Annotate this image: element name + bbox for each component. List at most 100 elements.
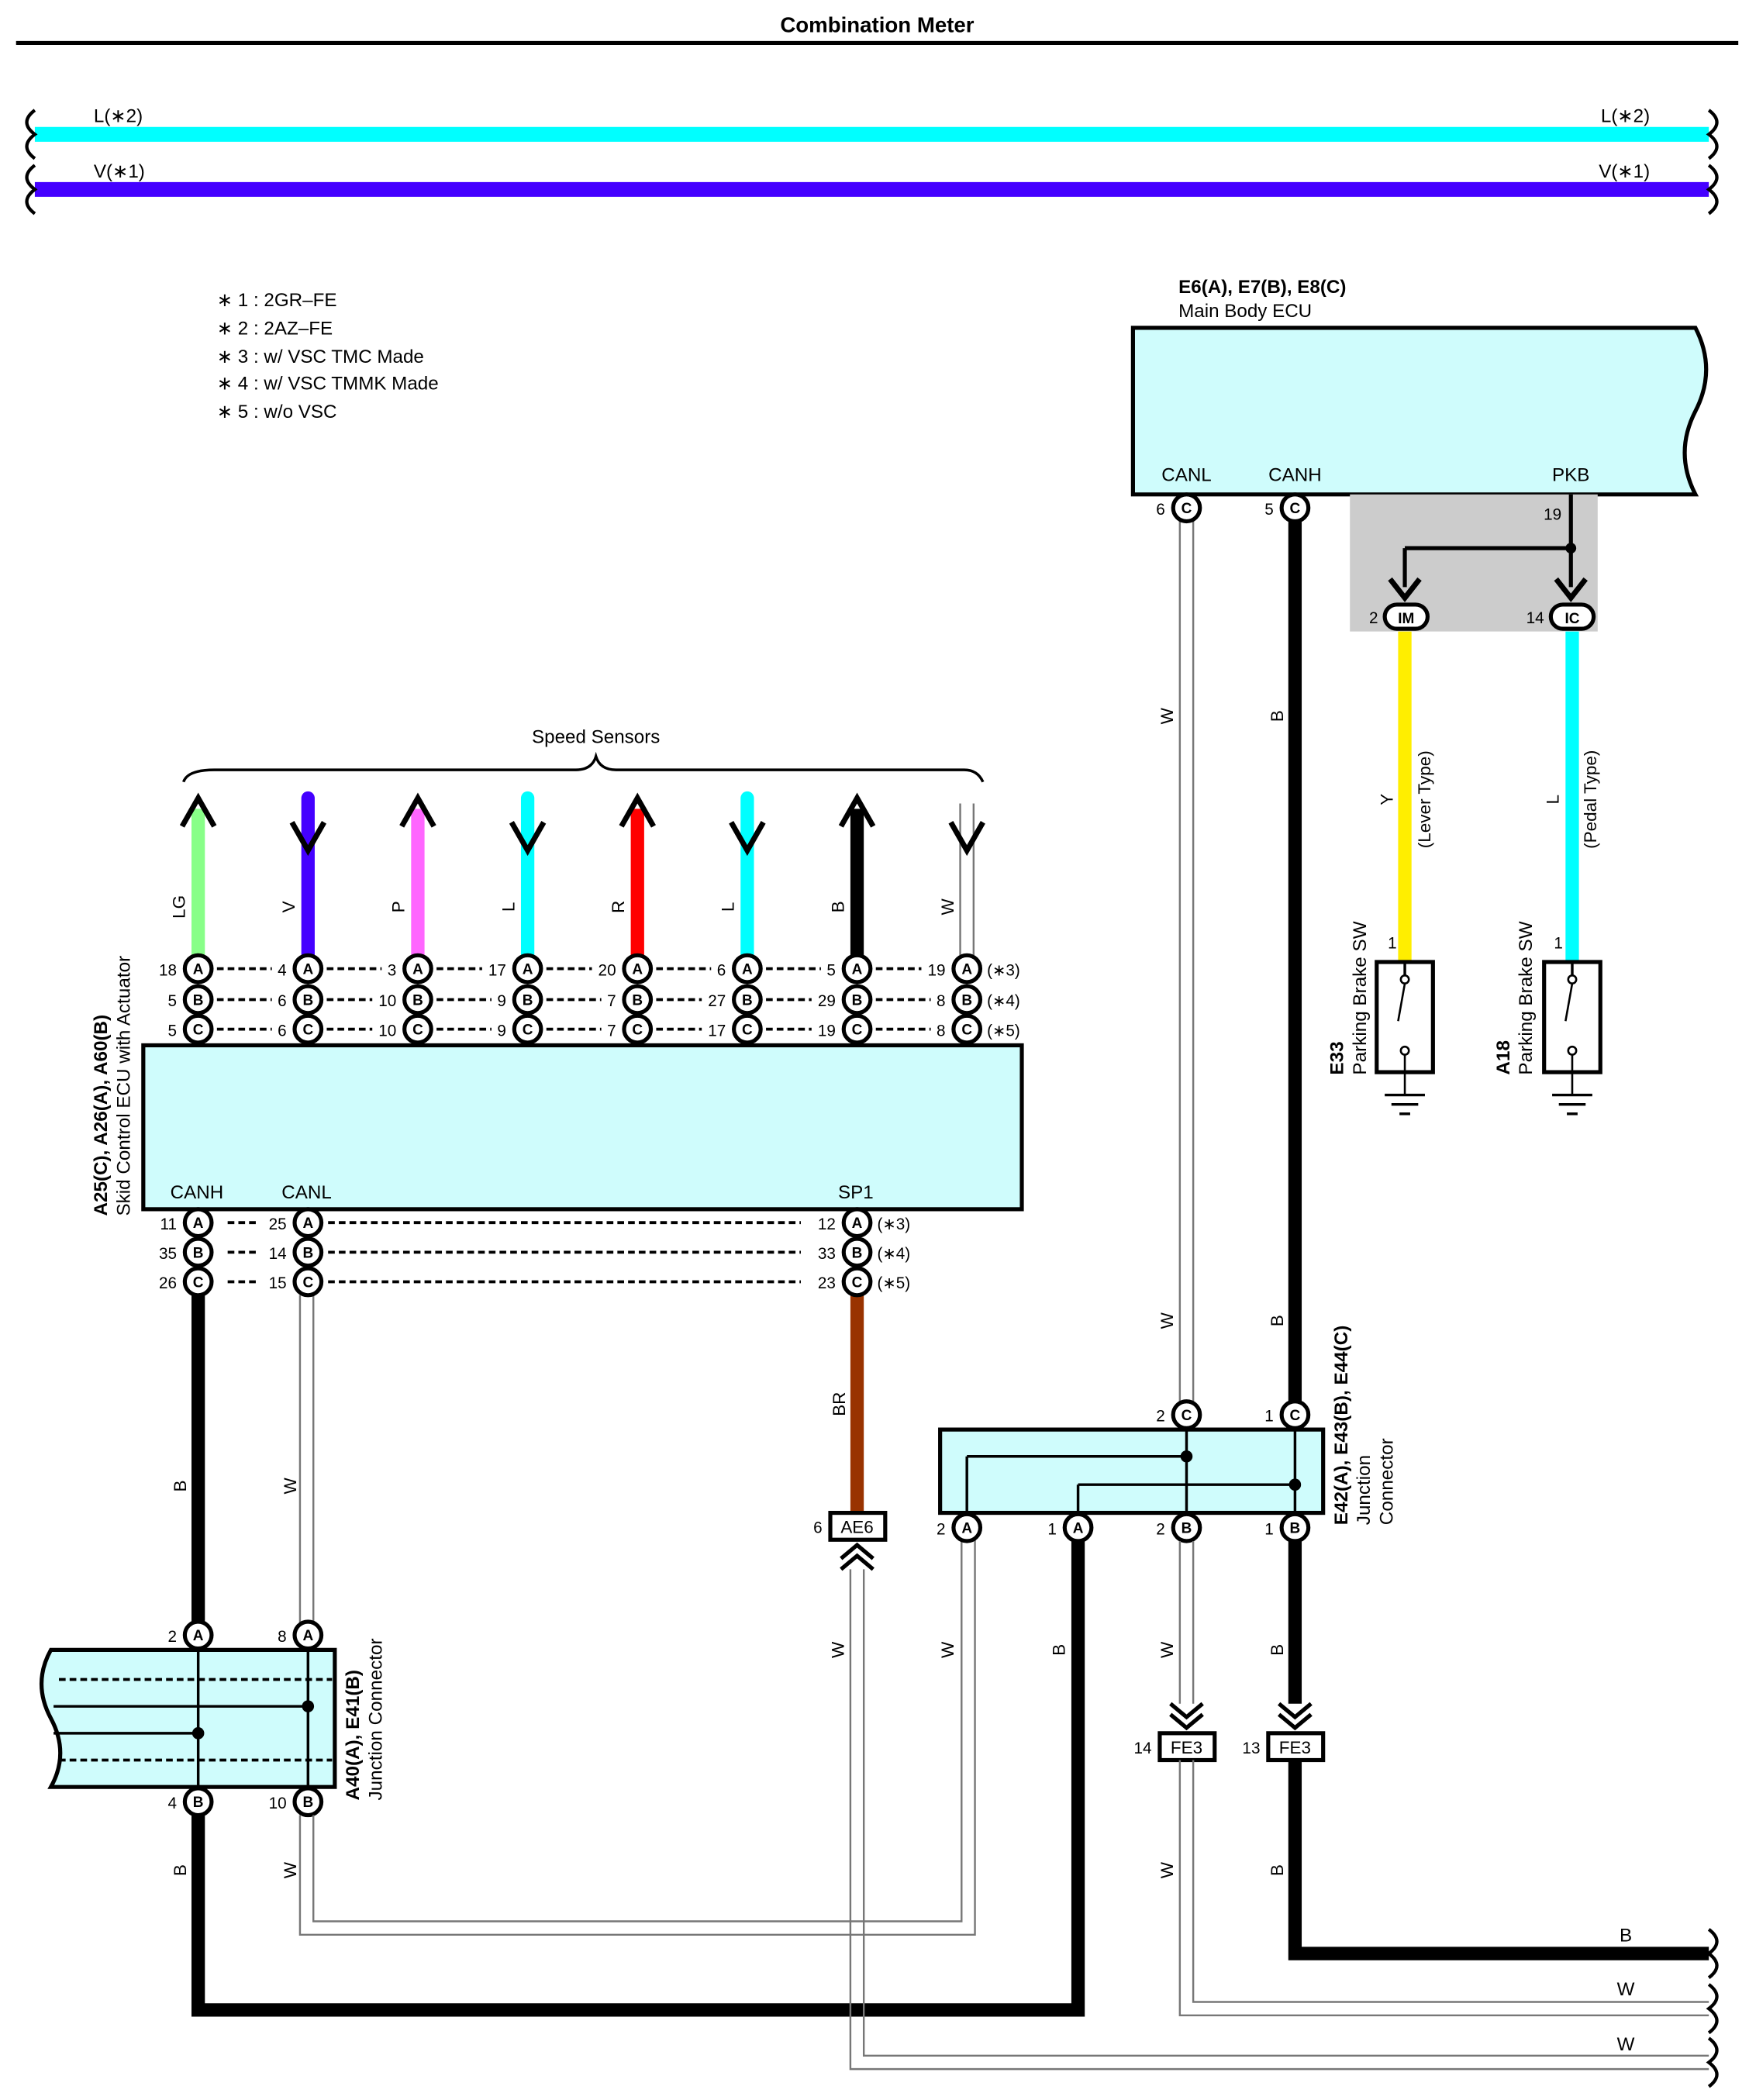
bus-lines: L(∗2) L(∗2) V(∗1) V(∗1) [25, 106, 1719, 216]
svg-text:Junction Connector: Junction Connector [365, 1638, 386, 1800]
svg-text:C: C [742, 1022, 753, 1039]
pin-number: 29 [818, 992, 836, 1010]
svg-text:2: 2 [167, 1628, 177, 1646]
note-4: ∗ 4 : w/ VSC TMMK Made [217, 374, 439, 395]
connector-a [182, 1207, 214, 1239]
pin-number: 4 [278, 961, 287, 979]
terminal-canl: CANL [1161, 464, 1212, 485]
svg-text:A: A [302, 1628, 313, 1644]
pkb-branch [1388, 494, 1588, 602]
ecu-canl-wire [1178, 521, 1195, 1403]
speed-sensor-5: LA6B27C17RL– [656, 791, 766, 1073]
svg-text:A18: A18 [1493, 1040, 1514, 1075]
fe3-b-out-wire [1288, 1760, 1709, 1960]
svg-text:B: B [193, 1245, 204, 1261]
pin-number: 7 [607, 1022, 616, 1040]
svg-text:1: 1 [1264, 1520, 1274, 1538]
speed-sensor-wires: LGA18B5C5FL+VA4B6C6FL–PA3B10C10FR+LA17B9… [159, 791, 1020, 1073]
wire-label-y: Y [1378, 794, 1397, 805]
wire-label-b: B [828, 901, 847, 912]
pin-number: 12 [818, 1216, 836, 1233]
speed-sensor-6: BA5B29C19RR+ [766, 792, 876, 1073]
svg-text:B: B [1290, 1521, 1301, 1537]
connector-b [182, 984, 214, 1016]
pin-number: 26 [159, 1274, 177, 1292]
wire-label-ae6: W [828, 1641, 847, 1658]
wire-label-ecu-canl-mid: W [1157, 1312, 1177, 1329]
j2b-w-wire [1178, 1540, 1195, 1704]
canl-lower-wire [298, 1540, 976, 1936]
parking-brake-switch-a18: 1 A18 Parking Brake SW [1493, 921, 1602, 1116]
connector-a [292, 953, 324, 984]
svg-text:C: C [632, 1022, 643, 1039]
svg-text:B: B [1620, 1925, 1632, 1946]
bus-break-left-top [25, 109, 38, 160]
connector-b [512, 984, 543, 1016]
bottom-row-note-3: (∗3) [877, 1216, 910, 1233]
wire-label-sp1: BR [830, 1392, 849, 1416]
wire-label-l: L [719, 902, 738, 912]
wire-label-ecu-canh-mid: B [1268, 1315, 1287, 1326]
svg-text:A: A [852, 962, 863, 978]
pin-number: 10 [378, 992, 396, 1010]
terminal-skid-canl: CANL [281, 1182, 332, 1203]
bottom-row-note-4: (∗4) [877, 1245, 910, 1263]
connector-a [841, 953, 873, 984]
svg-text:B: B [193, 992, 204, 1009]
svg-text:B: B [302, 1795, 313, 1811]
wire-label-w: W [938, 898, 957, 916]
svg-text:C: C [852, 1274, 863, 1291]
notes: ∗ 1 : 2GR–FE ∗ 2 : 2AZ–FE ∗ 3 : w/ VSC T… [217, 290, 439, 422]
svg-text:A: A [961, 1521, 972, 1537]
svg-text:AE6: AE6 [840, 1518, 873, 1537]
svg-text:C: C [961, 1022, 972, 1039]
svg-text:A: A [193, 962, 204, 978]
main-body-ecu-name: Main Body ECU [1178, 301, 1312, 322]
pin-number: 19 [818, 1022, 836, 1040]
svg-text:1: 1 [1554, 935, 1563, 953]
pin-number: 6 [278, 992, 287, 1010]
main-body-ecu: E6(A), E7(B), E8(C) Main Body ECU CANL C… [1130, 277, 1709, 497]
speed-sensor-4: RA20B7C7RL+ [546, 792, 656, 1073]
wire-label-j2a: W [938, 1641, 957, 1658]
pin-number: 9 [497, 1022, 506, 1040]
pin-number: 7 [607, 992, 616, 1010]
svg-text:Parking Brake SW: Parking Brake SW [1350, 921, 1371, 1074]
svg-text:C: C [302, 1022, 313, 1039]
svg-text:2: 2 [937, 1520, 946, 1538]
connector-im [1382, 602, 1430, 631]
svg-text:13: 13 [1242, 1740, 1260, 1757]
svg-text:B: B [302, 992, 313, 1009]
svg-text:C: C [193, 1274, 204, 1291]
note-1: ∗ 1 : 2GR–FE [217, 290, 337, 311]
terminal-skid-sp1: SP1 [838, 1182, 874, 1203]
pin-number: 6 [717, 961, 726, 979]
parking-brake-switch-e33: 1 E33 Parking Brake SW [1327, 921, 1435, 1116]
skid-bottom-dashes [227, 1221, 801, 1284]
svg-text:C: C [1182, 1408, 1192, 1424]
svg-text:8: 8 [278, 1628, 287, 1646]
connector-b [732, 984, 763, 1016]
svg-text:A: A [302, 962, 313, 978]
pin-number: 9 [497, 992, 506, 1010]
pin-number: 20 [599, 961, 616, 979]
pin-number: 25 [269, 1216, 287, 1233]
pin-im-2: 2 [1369, 609, 1378, 627]
svg-text:C: C [302, 1274, 313, 1291]
pin-number: 17 [488, 961, 506, 979]
connector-b [841, 1236, 873, 1268]
note-2: ∗ 2 : 2AZ–FE [217, 319, 333, 340]
wire-label-ecu-canl: W [1157, 707, 1177, 724]
connector-a [841, 1207, 873, 1239]
pin-number: 18 [159, 961, 177, 979]
wire-label-l: L [498, 902, 518, 912]
svg-text:FE3: FE3 [1279, 1738, 1311, 1757]
junction-a40-e41: A40(A), E41(B) Junction Connector A 2 A … [39, 1619, 386, 1818]
svg-text:A: A [632, 962, 643, 978]
svg-text:B: B [852, 1245, 863, 1261]
skid-canl-wire [298, 1295, 315, 1623]
svg-text:6: 6 [813, 1519, 823, 1537]
svg-text:E33: E33 [1327, 1041, 1348, 1074]
